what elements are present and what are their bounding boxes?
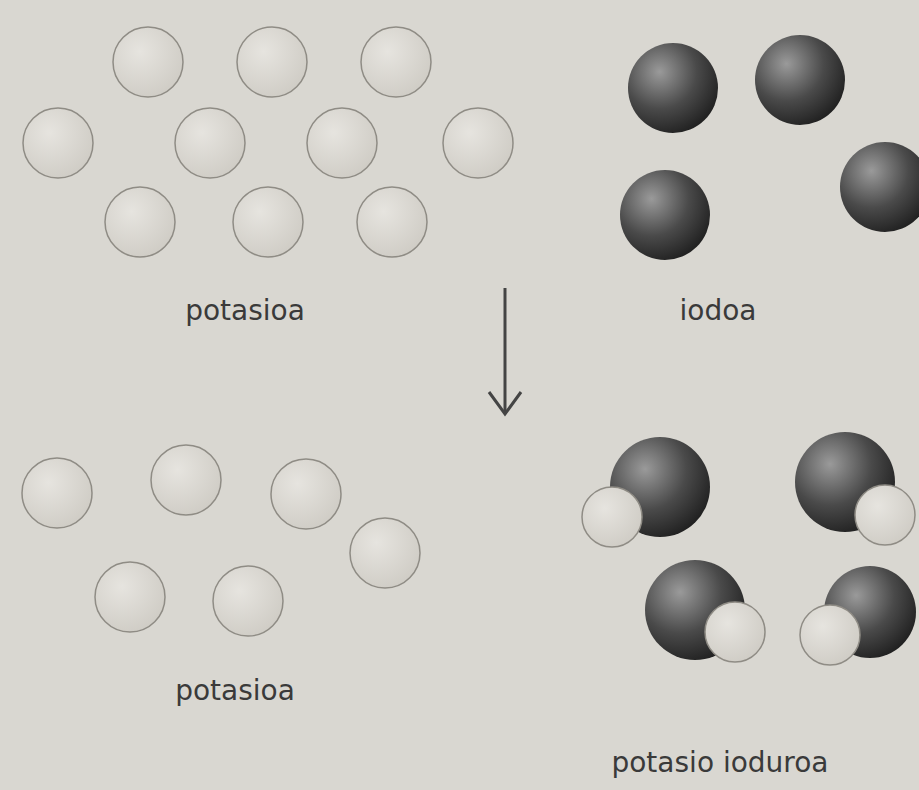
iodine-atoms — [620, 35, 919, 260]
reaction-arrow — [489, 288, 521, 414]
potassium-iodide-pairs — [582, 432, 916, 665]
potassium-atoms-after — [22, 445, 420, 636]
substance-label: iodoa — [680, 294, 757, 327]
substance-label: potasioa — [185, 294, 305, 327]
product-label: potasio ioduroa — [611, 746, 828, 779]
potassium-atoms-before — [23, 27, 513, 257]
substance-label: potasioa — [175, 674, 295, 707]
